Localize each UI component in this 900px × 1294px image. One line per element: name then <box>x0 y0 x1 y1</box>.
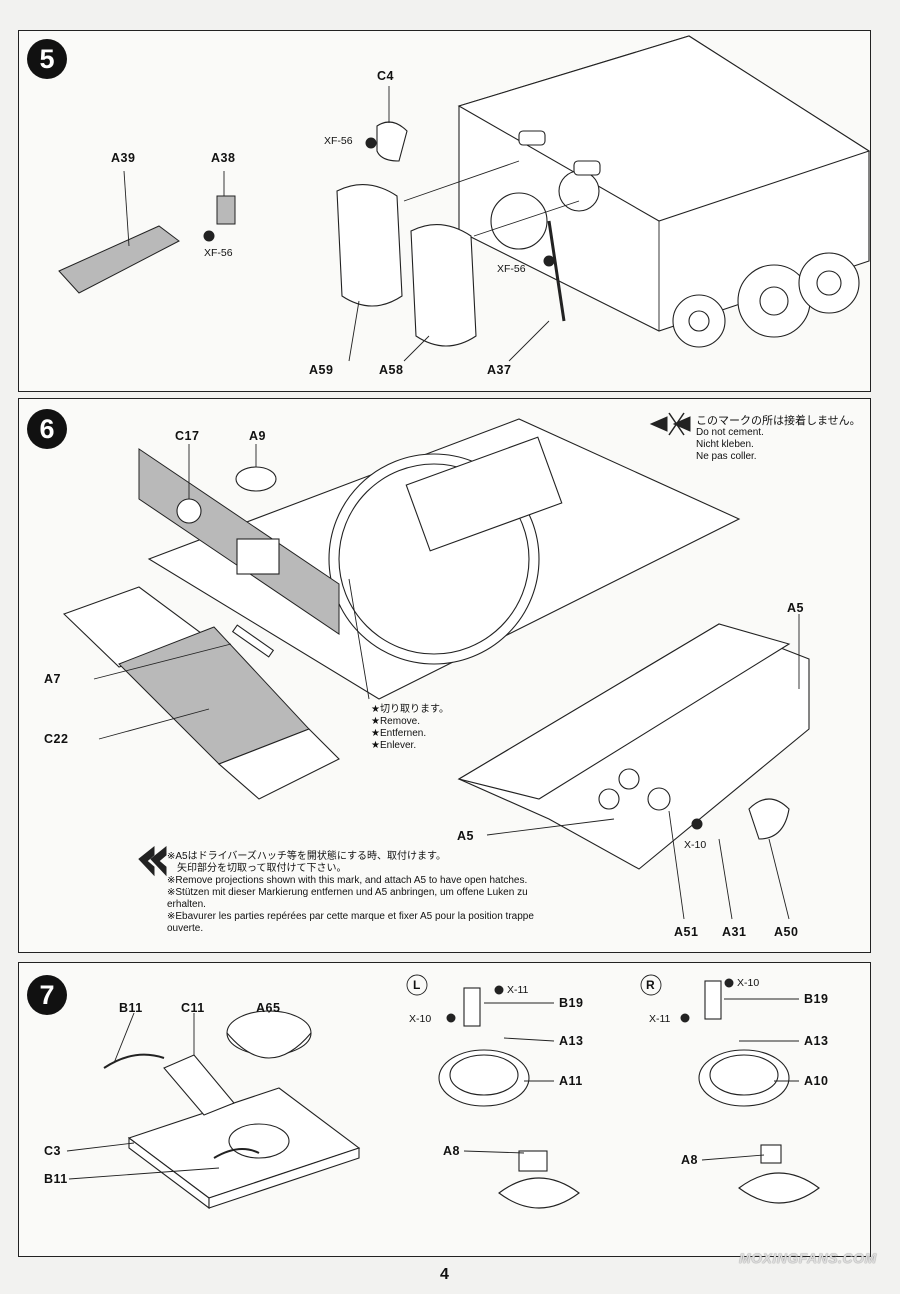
part-label: B19 <box>804 992 829 1006</box>
page-number: 4 <box>440 1266 449 1283</box>
part-label: A31 <box>722 925 747 939</box>
paint-label: XF-56 <box>324 135 353 147</box>
part-label: A59 <box>309 363 334 377</box>
paint-label: XF-56 <box>204 247 233 259</box>
part-label: A50 <box>774 925 799 939</box>
step-6-illustration <box>62 412 810 920</box>
paint-label: X-11 <box>649 1013 671 1025</box>
part-label: C22 <box>44 732 69 746</box>
watermark: MOXINGFANS.COM <box>739 1250 877 1266</box>
part-label: B11 <box>119 1001 143 1015</box>
part-label: A38 <box>211 151 236 165</box>
side-right-label: R <box>646 978 655 992</box>
part-label: A11 <box>559 1074 583 1088</box>
part-label: A13 <box>559 1034 584 1048</box>
part-label: C3 <box>44 1144 61 1158</box>
paint-label: X-10 <box>684 839 707 851</box>
part-label: A7 <box>44 672 61 686</box>
part-label: B19 <box>559 996 584 1010</box>
part-label: A65 <box>256 1001 281 1015</box>
paint-label: X-10 <box>409 1013 432 1025</box>
part-label: A51 <box>674 925 699 939</box>
no-cement-note: このマークの所は接着しません。 Do not cement. Nicht kle… <box>696 415 861 462</box>
part-label: C4 <box>377 69 394 83</box>
step-number: 7 <box>27 975 67 1015</box>
part-label: B11 <box>44 1172 68 1186</box>
step-5-panel: 5 C4 XF-56 A39 A38 XF-56 XF-56 A59 A58 A… <box>18 30 871 392</box>
part-label: A5 <box>457 829 474 843</box>
part-label: A9 <box>249 429 266 443</box>
part-label: A10 <box>804 1074 829 1088</box>
side-left-label: L <box>413 978 421 992</box>
remove-note: ★切り取ります。 ★Remove. ★Entfernen. ★Enlever. <box>371 704 449 751</box>
part-label: A8 <box>443 1144 460 1158</box>
a5-instructions: ※A5はドライバーズハッチ等を開状態にする時、取付けます。 矢印部分を切取って取… <box>167 851 534 934</box>
part-label: C11 <box>181 1001 205 1015</box>
step-7-illustration <box>66 974 820 1210</box>
part-label: A58 <box>379 363 404 377</box>
step-7-panel: 7 B11 C11 A65 C3 B11 L X-11 X-10 B19 A13… <box>18 962 871 1257</box>
part-label: A13 <box>804 1034 829 1048</box>
step-number: 5 <box>27 39 67 79</box>
part-label: A37 <box>487 363 512 377</box>
part-label: C17 <box>175 429 200 443</box>
step-6-panel: 6 C17 A9 A7 C22 A5 A5 X-10 A51 A31 A50 こ… <box>18 398 871 953</box>
part-label: A5 <box>787 601 804 615</box>
paint-label: XF-56 <box>497 263 526 275</box>
paint-label: X-11 <box>507 984 529 996</box>
part-label: A39 <box>111 151 136 165</box>
paint-label: X-10 <box>737 977 760 989</box>
step-5-illustration <box>58 35 871 362</box>
part-label: A8 <box>681 1153 698 1167</box>
step-number: 6 <box>27 409 67 449</box>
